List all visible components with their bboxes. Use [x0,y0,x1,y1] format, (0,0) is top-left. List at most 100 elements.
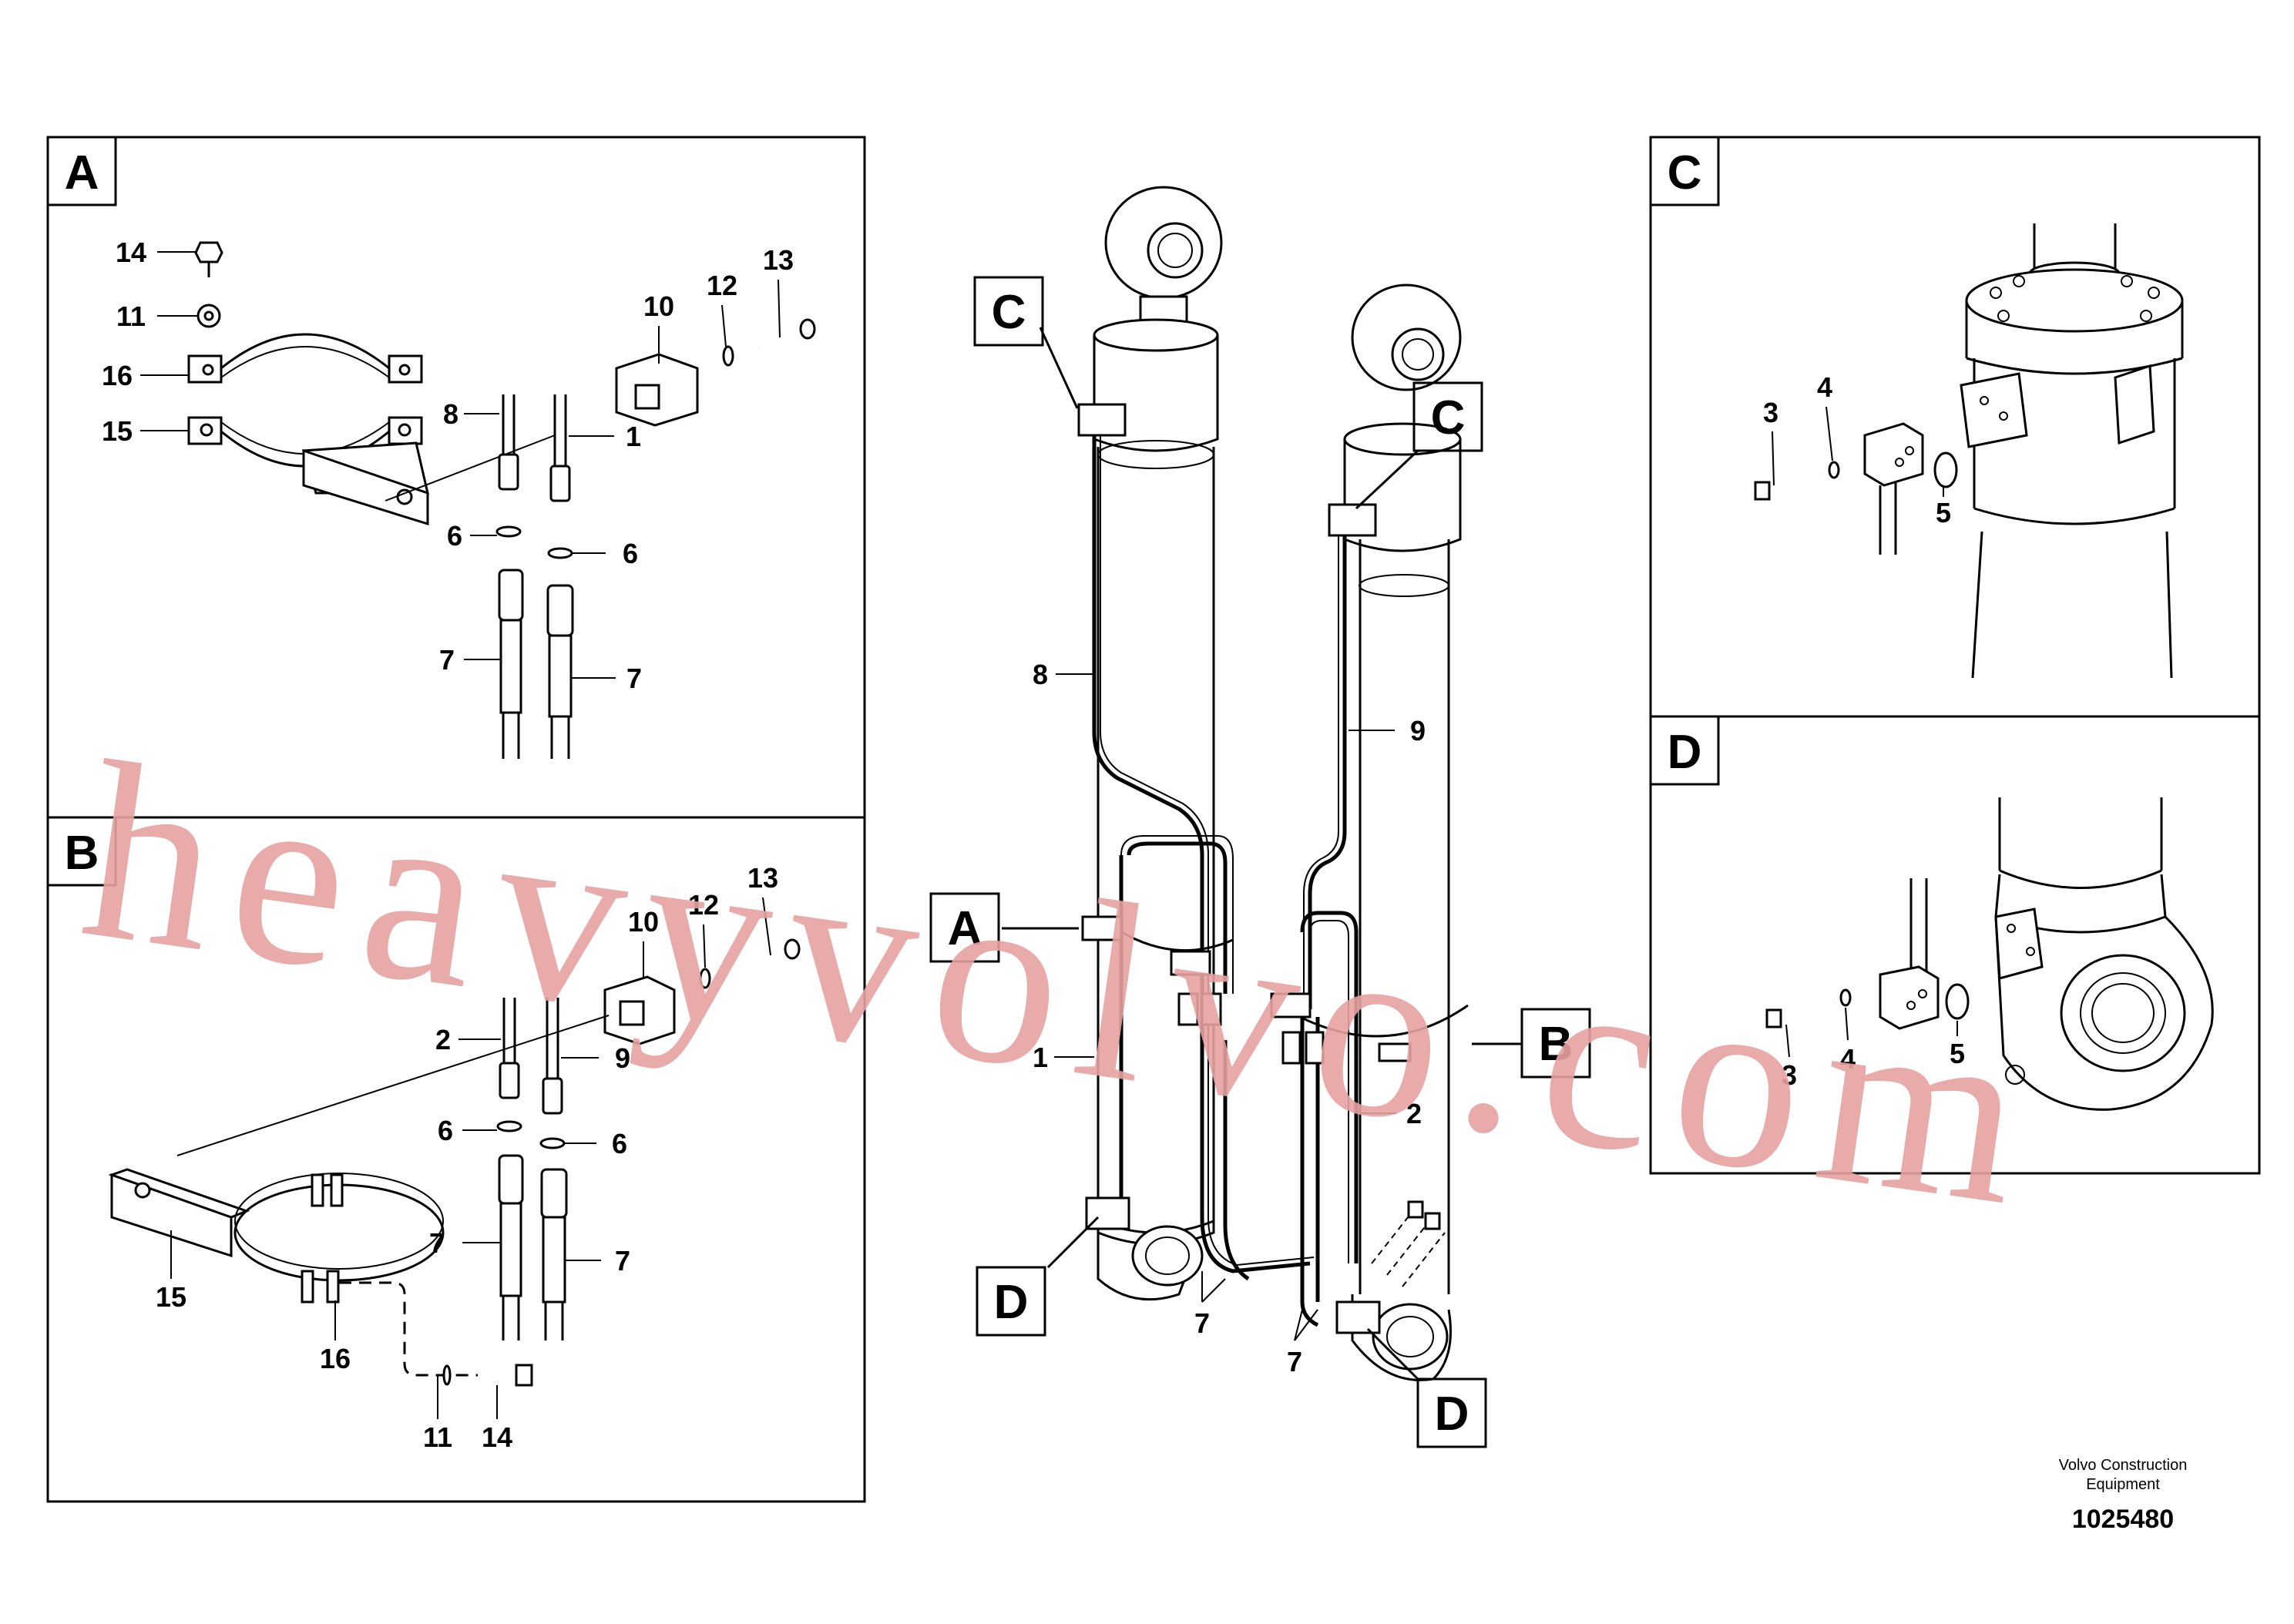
panel-c-letter: C [1668,146,1702,200]
footer-company-line1: Volvo Construction [2059,1457,2188,1474]
clamp-band-b [1278,1004,1469,1038]
bolt-14 [194,241,223,277]
clamp-block-10b [603,975,676,1045]
washer-11-hole [203,310,214,321]
panel-d-letter: D [1668,726,1702,779]
callout-8: 8 [443,398,458,430]
callout-11b: 11 [423,1421,452,1453]
panel-a-letter: A [65,146,99,200]
callout-1: 1 [626,421,641,452]
callout-d-4: 4 [1840,1043,1856,1075]
callout-12b: 12 [688,889,719,921]
callout-6-left: 6 [447,520,462,552]
callout-12: 12 [707,270,737,301]
panel-d-parts [1765,878,1970,1030]
panel-c-tag [1649,136,1720,206]
callout-7b-left: 7 [429,1227,445,1259]
flange-d-left [1085,1196,1130,1230]
callout-15b: 15 [156,1281,186,1313]
callout-c-3: 3 [1763,397,1778,428]
drawing-number: 1025480 [2072,1505,2174,1534]
main-callouts: 8 9 1 2 7 7 [1033,659,1426,1377]
panel-d-tag [1649,715,1720,786]
panel-d-leaders [1785,1007,1958,1058]
flange-c-right [1328,503,1377,537]
callout-c-4: 4 [1817,371,1832,403]
callout-10b: 10 [628,906,659,938]
callout-13b: 13 [747,862,778,894]
main-tag-d-left: D [994,1276,1029,1329]
main-tag-a: A [948,902,982,955]
callout-16: 16 [102,360,133,391]
pipes-b [176,998,610,1340]
callout-6-right: 6 [623,538,638,569]
pipes-a [385,394,574,759]
callout-6b-left: 6 [438,1115,453,1146]
panel-c-cylinder [1965,223,2184,679]
washer-12b [699,968,711,989]
panel-b-frame [46,816,866,1503]
main-section-tags: C C A B D D [929,276,1591,1448]
main-tag-c-right: C [1431,391,1466,445]
watermark: heavyvolvo.com [69,709,2057,1261]
washer-12 [722,345,734,367]
bolt-13 [758,318,816,350]
callout-7-left: 7 [439,644,455,676]
clamp-half-15 [187,416,429,526]
cylinder-right [1343,284,1462,1381]
callout-main-1: 1 [1033,1042,1048,1073]
panel-b-tag [46,816,117,887]
callout-7b-right: 7 [615,1245,630,1277]
main-pipes [1092,428,1446,1327]
main-tag-c-left: C [992,286,1026,339]
callout-main-8: 8 [1033,659,1048,690]
callout-2b: 2 [435,1024,451,1055]
callout-c-5: 5 [1936,497,1951,528]
clamp-block-b [1270,992,1312,1018]
panel-c-parts [1754,372,2028,555]
callout-10: 10 [643,290,674,322]
main-tag-d-right: D [1435,1387,1469,1441]
callout-11: 11 [116,300,146,332]
flange-d-right [1335,1300,1381,1334]
callout-16b: 16 [320,1343,351,1374]
callout-14b: 14 [482,1421,512,1453]
dashed-fittings [1371,1200,1446,1287]
panel-a-frame [46,136,866,819]
clamp-block-10 [615,353,699,427]
callouts-a: 14 11 16 15 10 12 13 8 1 6 6 7 7 [102,237,794,694]
clamp-bracket-b [1378,1042,1412,1062]
main-assembly: C C A B D D [929,186,1591,1448]
clamp-block-a [1081,915,1123,941]
panel-d-frame [1649,715,2261,1175]
panel-c-leaders [1772,406,1944,497]
leaders-b [170,897,771,1419]
clamp-half-16 [187,333,423,384]
leaders-a [140,251,781,679]
callout-15: 15 [102,415,133,447]
panel-b-letter: B [65,827,99,880]
clamp-band-a [1109,923,1234,952]
callout-d-5: 5 [1950,1038,1965,1069]
callout-13: 13 [763,244,794,276]
callout-7-right: 7 [626,663,642,694]
callouts-b: 12 13 10 2 9 6 6 7 7 15 16 11 14 [156,862,778,1453]
panel-d: D 3 [1649,715,2261,1175]
main-leaders [1054,673,1396,1341]
callout-main-7-left: 7 [1194,1307,1210,1339]
footer: Volvo Construction Equipment 1025480 [2059,1457,2188,1534]
callout-d-3: 3 [1782,1059,1797,1091]
panel-a: A [46,136,866,819]
panel-b: B [46,816,866,1503]
clamp-assembly-15-16 [108,1168,533,1387]
callout-main-7-right: 7 [1287,1346,1302,1377]
callout-14: 14 [116,237,146,268]
panel-d-cylinder [1994,797,2214,1111]
panel-c: C [1649,136,2261,718]
clamp-bracket-a [1170,950,1211,976]
bolt-13b [731,938,801,972]
callout-6b-right: 6 [612,1128,627,1159]
panel-a-tag [46,136,117,206]
